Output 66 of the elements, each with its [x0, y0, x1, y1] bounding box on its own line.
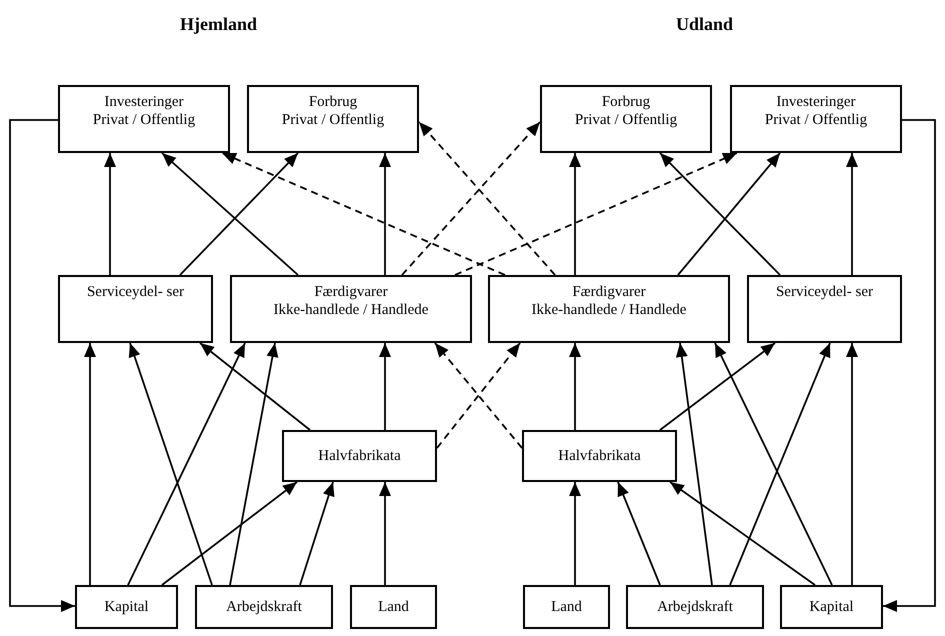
process-box — [282, 430, 437, 482]
arrow — [846, 343, 858, 585]
box-title: Færdigvarer — [314, 283, 388, 301]
dashed-arrow — [454, 152, 738, 276]
arrow — [229, 342, 278, 586]
box-title: Arbejdskraft — [657, 598, 733, 616]
box-title: Forbrug — [602, 93, 650, 111]
arrow — [104, 153, 116, 275]
arrow — [569, 153, 581, 275]
box-title: Serviceydel- ser — [86, 283, 184, 301]
process-box — [230, 275, 472, 343]
box-subtitle: Privat / Offentlig — [282, 111, 384, 129]
process-box — [488, 275, 730, 343]
dashed-arrow — [418, 121, 556, 276]
arrow — [299, 482, 334, 586]
arrow — [846, 153, 858, 275]
column-heading: Hjemland — [180, 14, 258, 35]
process-box — [747, 275, 902, 343]
arrow — [659, 342, 776, 431]
dashed-arrow — [401, 121, 541, 276]
box-subtitle: Ikke-handlede / Handlede — [274, 301, 428, 319]
box-subtitle: Ikke-handlede / Handlede — [532, 301, 686, 319]
process-box — [58, 275, 213, 343]
box-subtitle: Privat / Offentlig — [764, 111, 868, 129]
process-box — [780, 585, 883, 629]
arrow — [199, 342, 311, 431]
arrow — [617, 482, 661, 586]
process-box — [626, 585, 764, 629]
box-title: Serviceydel- ser — [776, 283, 874, 301]
arrow — [161, 481, 298, 586]
column-heading: Udland — [676, 14, 734, 35]
arrow — [379, 343, 391, 430]
arrow — [128, 342, 213, 586]
arrow — [84, 343, 96, 585]
arrow — [127, 342, 246, 586]
arrow — [9, 119, 75, 612]
box-subtitle: Privat / Offentlig — [574, 111, 678, 129]
box-title: Kapital — [104, 598, 149, 616]
process-box — [522, 430, 677, 482]
box-subtitle: Privat / Offentlig — [92, 111, 196, 129]
box-title: Halvfabrikata — [318, 447, 401, 465]
process-box — [75, 585, 178, 629]
process-box — [247, 85, 419, 153]
arrow — [569, 343, 581, 430]
arrow — [379, 153, 391, 275]
box-title: Halvfabrikata — [558, 447, 641, 465]
process-box — [730, 85, 902, 153]
box-title: Land — [551, 598, 582, 616]
arrow — [379, 482, 391, 585]
arrow — [883, 119, 936, 612]
arrow — [669, 481, 816, 586]
arrow — [569, 482, 581, 585]
process-box — [58, 85, 230, 153]
dashed-arrow — [222, 152, 506, 276]
box-title: Kapital — [809, 598, 854, 616]
process-box — [350, 585, 437, 629]
process-box — [540, 85, 712, 153]
box-title: Investeringer — [104, 93, 184, 111]
box-title: Land — [378, 598, 409, 616]
box-title: Investeringer — [776, 93, 856, 111]
process-box — [195, 585, 333, 629]
process-box — [523, 585, 610, 629]
box-title: Færdigvarer — [572, 283, 646, 301]
box-title: Arbejdskraft — [226, 598, 302, 616]
box-title: Forbrug — [308, 93, 358, 111]
arrow — [676, 342, 713, 586]
